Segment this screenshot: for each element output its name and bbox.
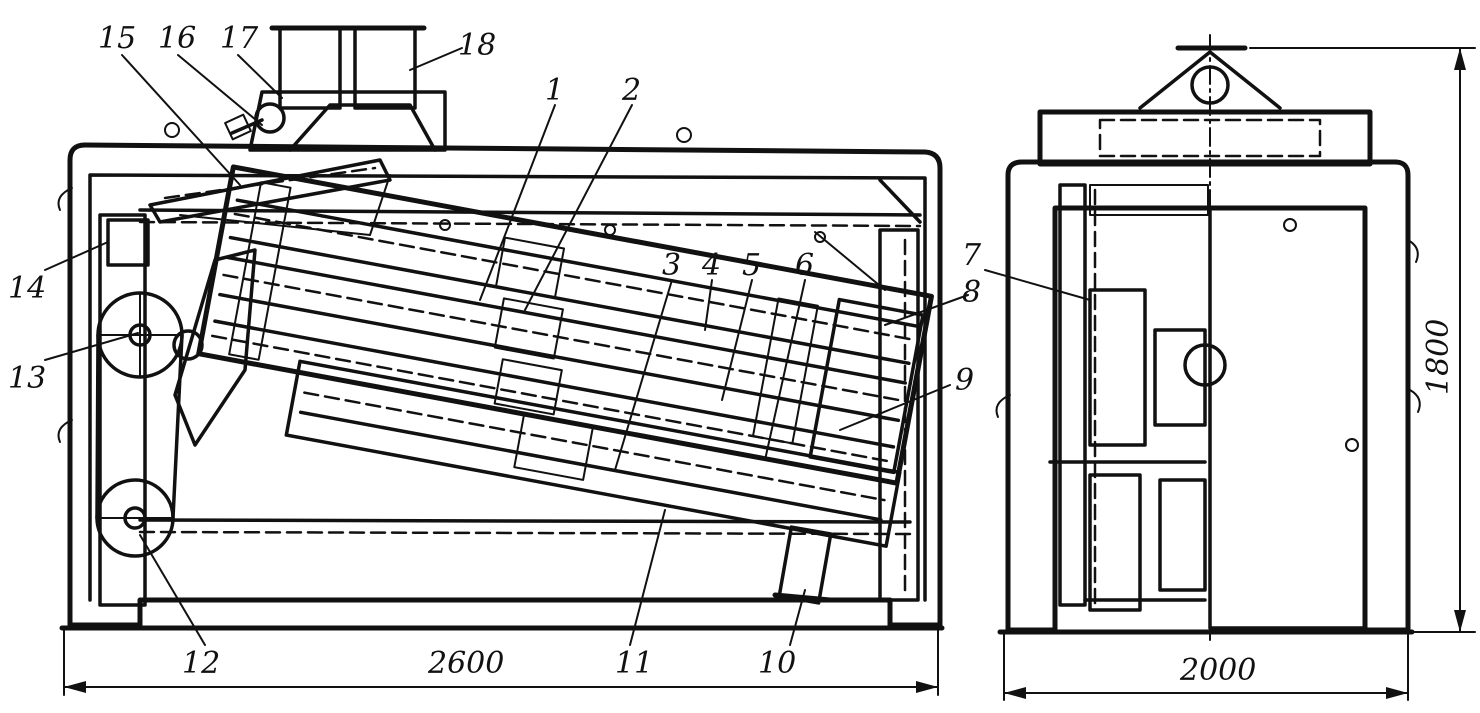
callout-12: 12 bbox=[182, 646, 220, 681]
end-body-outline bbox=[1005, 159, 1411, 633]
leader-13 bbox=[44, 332, 139, 361]
brace-right bbox=[878, 178, 922, 224]
leader-16 bbox=[177, 54, 263, 126]
drive-plate bbox=[173, 248, 257, 447]
leader-5 bbox=[721, 279, 753, 401]
sieve-2 bbox=[228, 235, 911, 366]
callout-16: 16 bbox=[158, 21, 196, 56]
dimension-end-width: 2000 bbox=[1003, 633, 1409, 701]
sieve-lower-frame bbox=[284, 359, 902, 548]
leader-3 bbox=[614, 279, 673, 471]
callout-13: 13 bbox=[8, 361, 46, 396]
side-frame-inner bbox=[88, 173, 927, 602]
door bbox=[1208, 206, 1367, 630]
inlet-pipe-right bbox=[353, 26, 417, 110]
clamp-1 bbox=[494, 236, 566, 299]
callout-3: 3 bbox=[662, 248, 681, 283]
feed-chute bbox=[148, 158, 392, 224]
leader-8 bbox=[884, 294, 969, 326]
pulley-lower bbox=[95, 478, 175, 558]
side-frame-outline bbox=[67, 142, 943, 628]
callout-10: 10 bbox=[758, 646, 796, 681]
handles bbox=[57, 122, 826, 443]
clamp-3 bbox=[493, 358, 563, 416]
callout-9: 9 bbox=[955, 363, 974, 398]
end-view bbox=[995, 34, 1421, 641]
leader-2 bbox=[524, 104, 633, 311]
end-inner-column bbox=[1058, 183, 1087, 607]
callout-1: 1 bbox=[545, 73, 564, 108]
callout-4: 4 bbox=[701, 248, 721, 283]
callout-6: 6 bbox=[795, 248, 814, 283]
left-column bbox=[98, 213, 147, 607]
callout-8: 8 bbox=[962, 275, 981, 310]
leader-lines bbox=[44, 47, 1091, 646]
inlet-pipe-left bbox=[278, 26, 342, 110]
top-rail bbox=[138, 208, 922, 217]
leader-15 bbox=[121, 54, 241, 186]
leader-4 bbox=[704, 279, 713, 331]
motor-end bbox=[1153, 328, 1207, 427]
bottom-rail bbox=[138, 518, 912, 524]
leader-7 bbox=[984, 269, 1091, 301]
bottom-rail-hidden bbox=[138, 530, 912, 536]
belt-left bbox=[95, 333, 100, 520]
dimension-2600: 2600 bbox=[427, 646, 504, 681]
sieve-body bbox=[196, 164, 934, 486]
callout-5: 5 bbox=[742, 248, 761, 283]
side-view bbox=[57, 25, 945, 631]
leader-17 bbox=[237, 54, 283, 99]
belt-right bbox=[171, 333, 184, 520]
mechanism-7 bbox=[1088, 288, 1147, 447]
dimension-side-length: 2600 bbox=[63, 629, 939, 696]
callout-17: 17 bbox=[220, 21, 259, 56]
leader-14 bbox=[44, 241, 109, 271]
callout-18: 18 bbox=[458, 28, 496, 63]
hopper-valve bbox=[254, 102, 286, 134]
callout-14: 14 bbox=[8, 271, 46, 306]
clamp-2 bbox=[493, 297, 564, 360]
motor-14 bbox=[106, 218, 150, 267]
brace-right-2 bbox=[814, 231, 886, 291]
leader-10 bbox=[789, 589, 806, 646]
right-column bbox=[878, 228, 920, 602]
sieve-3 bbox=[218, 292, 901, 423]
leader-18 bbox=[409, 47, 463, 71]
callout-15: 15 bbox=[98, 21, 136, 56]
lower-frame bbox=[284, 359, 902, 548]
leader-11 bbox=[629, 509, 666, 646]
callout-labels: 1 2 3 4 5 6 7 8 9 10 11 12 13 14 15 16 1… bbox=[8, 21, 982, 681]
dimension-2000: 2000 bbox=[1179, 653, 1256, 688]
leader-12 bbox=[139, 534, 206, 646]
leader-1 bbox=[479, 104, 556, 301]
callout-7: 7 bbox=[962, 238, 982, 273]
callout-2: 2 bbox=[621, 73, 641, 108]
dimension-height: 1800 bbox=[1249, 47, 1476, 633]
hopper-body bbox=[248, 90, 447, 152]
sieve-1 bbox=[235, 198, 918, 328]
dimension-1800: 1800 bbox=[1421, 319, 1456, 395]
leader-6 bbox=[764, 279, 806, 461]
leader-9 bbox=[839, 384, 951, 431]
pulley-upper bbox=[96, 291, 204, 379]
callout-11: 11 bbox=[615, 646, 653, 681]
